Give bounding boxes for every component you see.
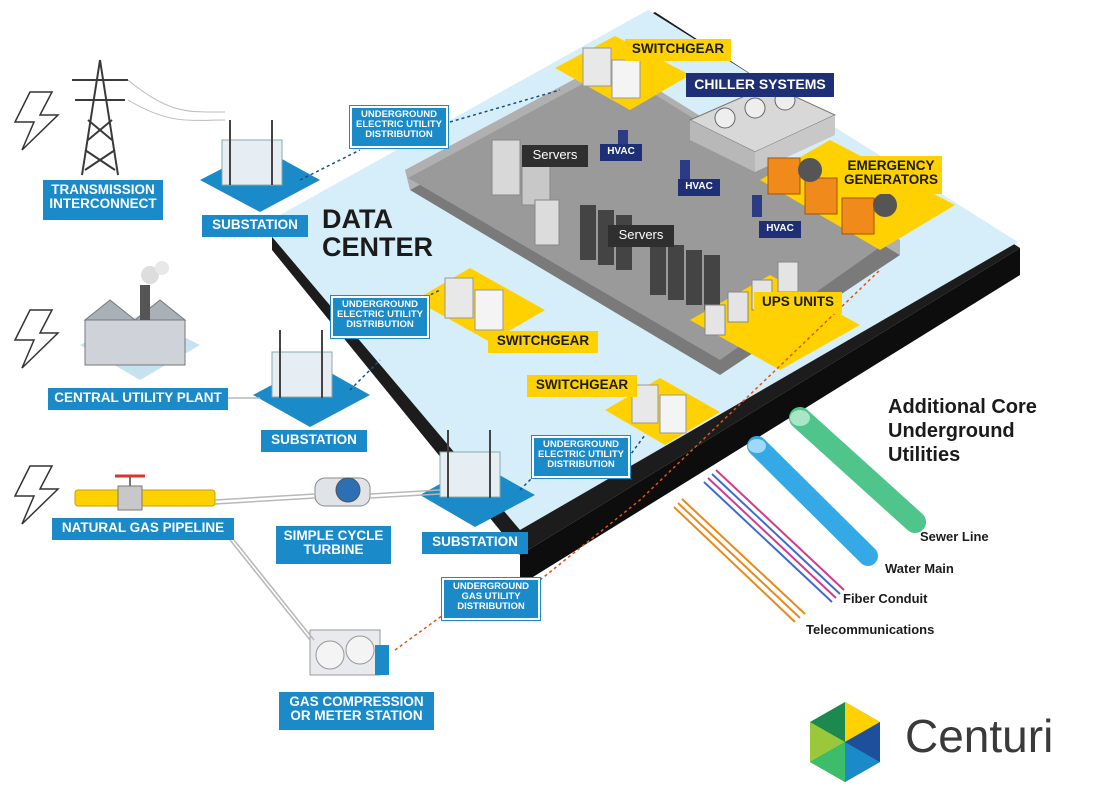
hvac-label-3: HVAC [759, 221, 801, 238]
switchgear-icon [444, 47, 687, 434]
natural-gas-pipeline-label: NATURAL GAS PIPELINE [52, 518, 234, 540]
lightning-bolt-icon [13, 91, 60, 525]
factory-icon [80, 261, 200, 380]
transmission-tower-icon [72, 59, 226, 176]
electric-distribution-label-2: UNDERGROUND ELECTRIC UTILITY DISTRIBUTIO… [330, 295, 430, 339]
hvac-label-2: HVAC [678, 179, 720, 196]
servers-label-2: Servers [608, 225, 674, 247]
gas-compression-label: GAS COMPRESSION OR METER STATION [279, 692, 434, 730]
gas-pipeline-icon [74, 474, 216, 511]
data-center-title: DATA CENTER [322, 204, 434, 263]
gas-distribution-label: UNDERGROUND GAS UTILITY DISTRIBUTION [441, 577, 541, 621]
servers-label-1: Servers [522, 145, 588, 167]
server-rack-icon [491, 139, 720, 310]
fiber-conduit-label: Fiber Conduit [843, 591, 928, 606]
switchgear-label-2: SWITCHGEAR [488, 331, 598, 353]
central-utility-plant-label: CENTRAL UTILITY PLANT [48, 388, 228, 410]
electric-distribution-label-3: UNDERGROUND ELECTRIC UTILITY DISTRIBUTIO… [531, 435, 631, 479]
underground-utilities-title: Additional Core Underground Utilities [888, 396, 1037, 466]
brand-name: Centuri [905, 710, 1054, 762]
water-main-label: Water Main [885, 561, 954, 576]
centuri-logo [810, 702, 880, 782]
chiller-systems-label: CHILLER SYSTEMS [686, 73, 834, 97]
pipe-connectors [214, 397, 441, 641]
substation-icon [200, 120, 535, 527]
distribution-lines [299, 89, 881, 651]
gas-compressor-icon [309, 629, 389, 676]
substation-label-3: SUBSTATION [422, 532, 528, 554]
emergency-generators-label: EMERGENCY GENERATORS [840, 156, 942, 194]
underground-pipes [673, 407, 926, 623]
substation-label-2: SUBSTATION [261, 430, 367, 452]
turbine-icon [314, 477, 371, 507]
transmission-interconnect-label: TRANSMISSION INTERCONNECT [43, 180, 163, 220]
simple-cycle-turbine-label: SIMPLE CYCLE TURBINE [276, 526, 391, 564]
generator-icon [767, 157, 897, 235]
telecommunications-label: Telecommunications [806, 622, 935, 637]
substation-label-1: SUBSTATION [202, 215, 308, 237]
switchgear-label-1: SWITCHGEAR [625, 39, 731, 61]
switchgear-label-3: SWITCHGEAR [527, 375, 637, 397]
sewer-line-label: Sewer Line [920, 529, 989, 544]
hvac-label-1: HVAC [600, 144, 642, 161]
hvac-icon [618, 130, 762, 217]
ups-units-label: UPS UNITS [754, 292, 842, 314]
electric-distribution-label-1: UNDERGROUND ELECTRIC UTILITY DISTRIBUTIO… [349, 105, 449, 149]
